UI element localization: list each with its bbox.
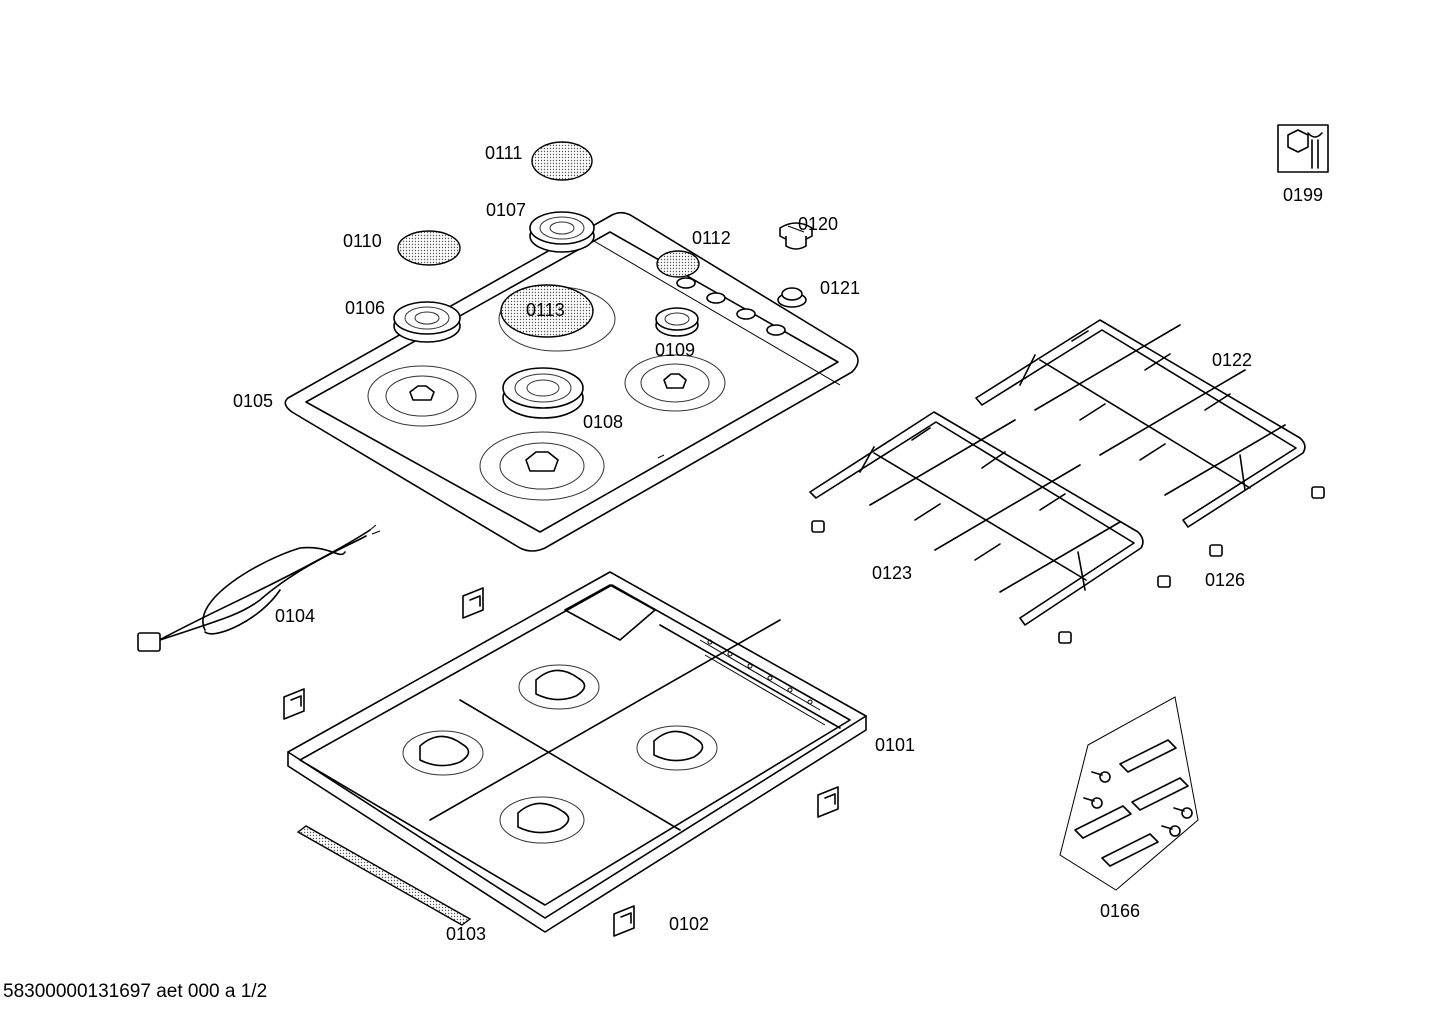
burner-head-0109: [655, 307, 699, 337]
part-label-0110: 0110: [343, 231, 382, 251]
rubber-feet-0126: [811, 486, 1325, 644]
fixing-kit-0166: [1059, 696, 1199, 891]
part-label-0109: 0109: [655, 340, 696, 360]
part-label-0121: 0121: [820, 278, 861, 298]
part-label-0123: 0123: [872, 563, 913, 583]
part-label-0101: 0101: [875, 735, 916, 755]
control-knob-0120: [779, 222, 813, 250]
burner-head-0108: [502, 367, 584, 419]
part-label-0112: 0112: [692, 228, 731, 248]
part-label-0105: 0105: [233, 391, 274, 411]
part-label-0113: 0113: [526, 300, 565, 320]
mains-cable-0104: [137, 524, 381, 652]
burner-cap-0113: [500, 284, 594, 338]
drawing-reference: 58300000131697 aet 000 a 1/2: [3, 981, 268, 1002]
part-label-0104: 0104: [275, 606, 316, 626]
part-label-0199: 0199: [1283, 185, 1324, 205]
burner-cap-0112: [656, 250, 700, 278]
part-label-0120: 0120: [798, 214, 839, 234]
part-label-0108: 0108: [583, 412, 624, 432]
part-label-0122: 0122: [1212, 350, 1253, 370]
burner-head-0107: [529, 211, 595, 253]
pan-support-0123: [809, 411, 1144, 626]
burner-head-0106: [393, 301, 461, 343]
part-label-0102: 0102: [669, 914, 710, 934]
base-tray-0101: [287, 571, 867, 933]
burner-cap-0111: [531, 141, 593, 181]
part-label-0107: 0107: [486, 200, 527, 220]
fixing-clips-0102: [283, 587, 839, 937]
pan-support-0122: [975, 319, 1306, 528]
wrench-nut-icon: [1277, 124, 1329, 173]
part-label-0106: 0106: [345, 298, 386, 318]
part-label-0111: 0111: [485, 143, 523, 163]
part-label-0103: 0103: [446, 924, 487, 944]
part-label-0126: 0126: [1205, 570, 1246, 590]
burner-cap-0110: [397, 230, 461, 266]
part-label-0166: 0166: [1100, 901, 1141, 921]
knob-bezel-0121: [777, 287, 807, 308]
seal-strip-0103: [296, 825, 472, 926]
